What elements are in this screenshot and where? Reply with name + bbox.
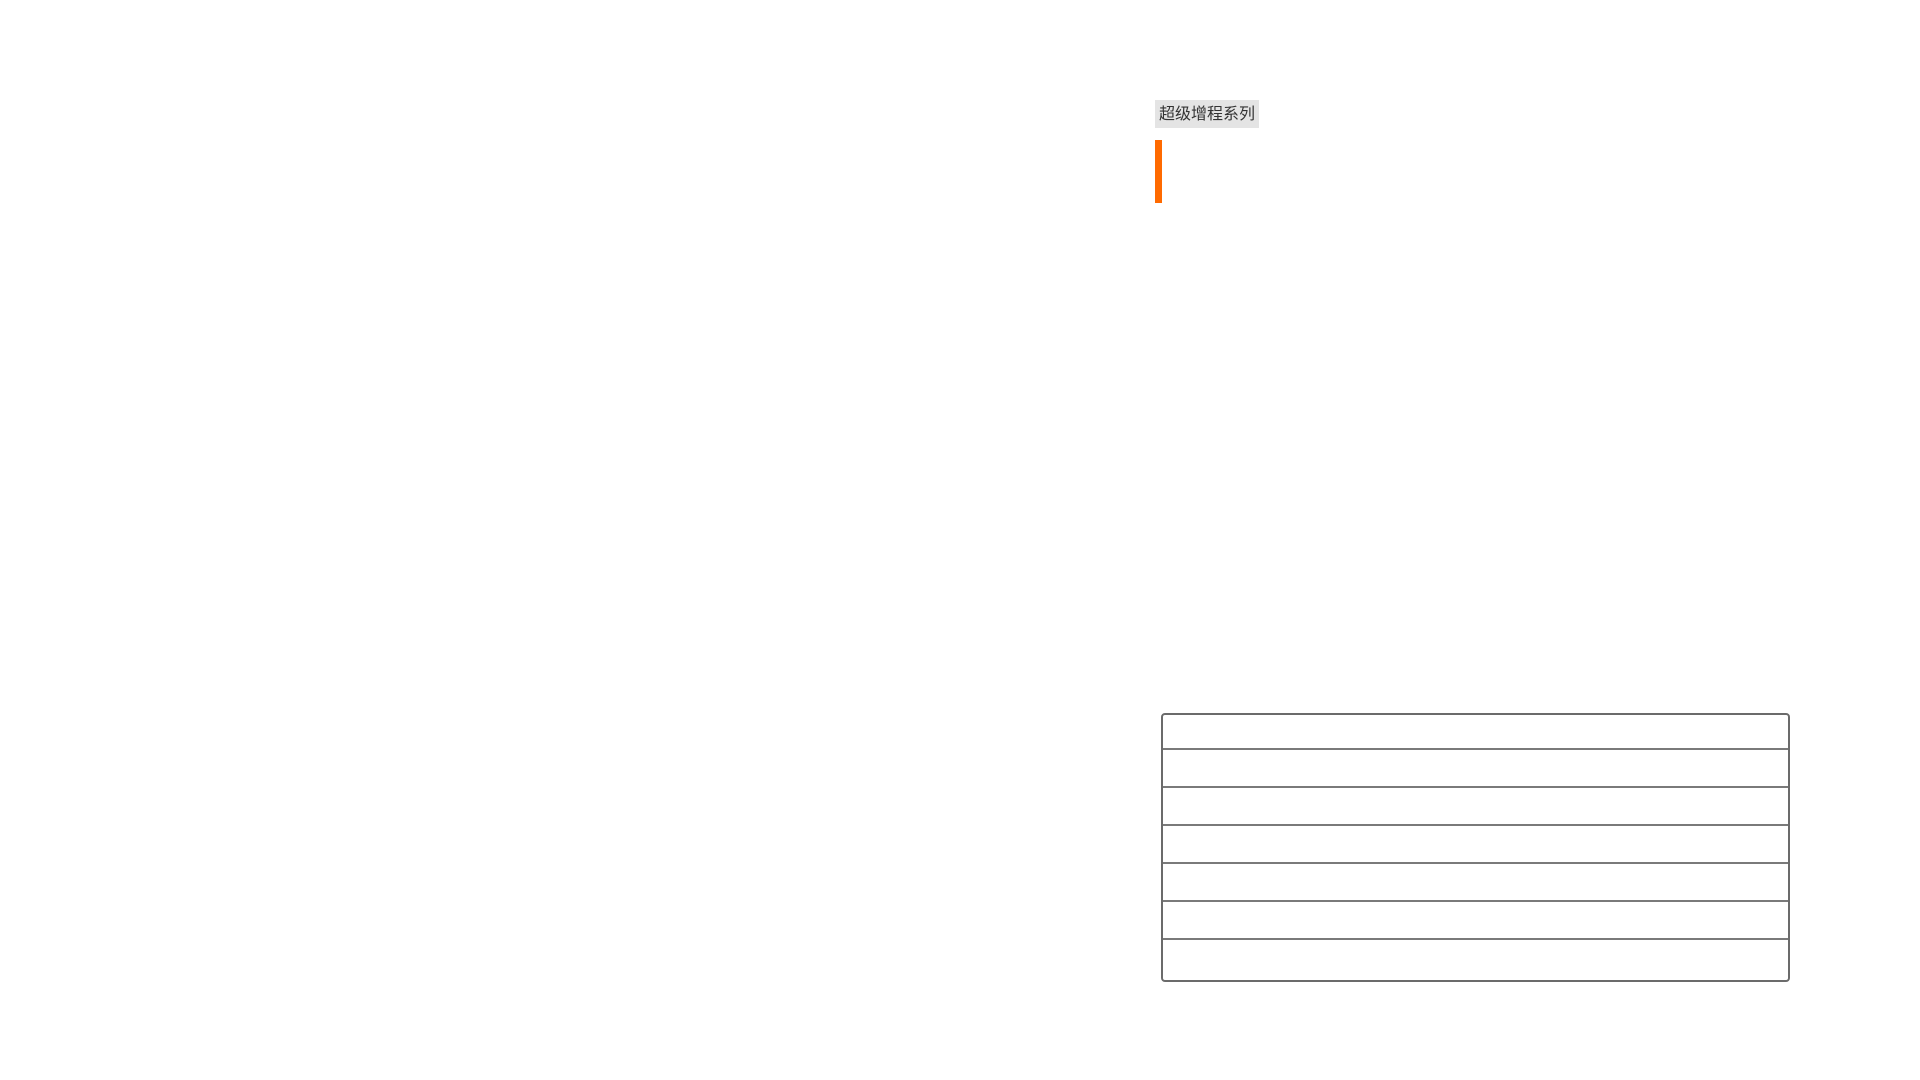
table-row [1163, 902, 1788, 940]
series-label: 超级增程系列 [1155, 100, 1260, 128]
table-row [1163, 788, 1788, 826]
accent-bar [1155, 140, 1162, 203]
table-row [1163, 940, 1788, 980]
table-row [1163, 750, 1788, 788]
table-row [1163, 715, 1788, 750]
table-row [1163, 826, 1788, 864]
table-row [1163, 864, 1788, 902]
spec-table [1161, 713, 1790, 982]
